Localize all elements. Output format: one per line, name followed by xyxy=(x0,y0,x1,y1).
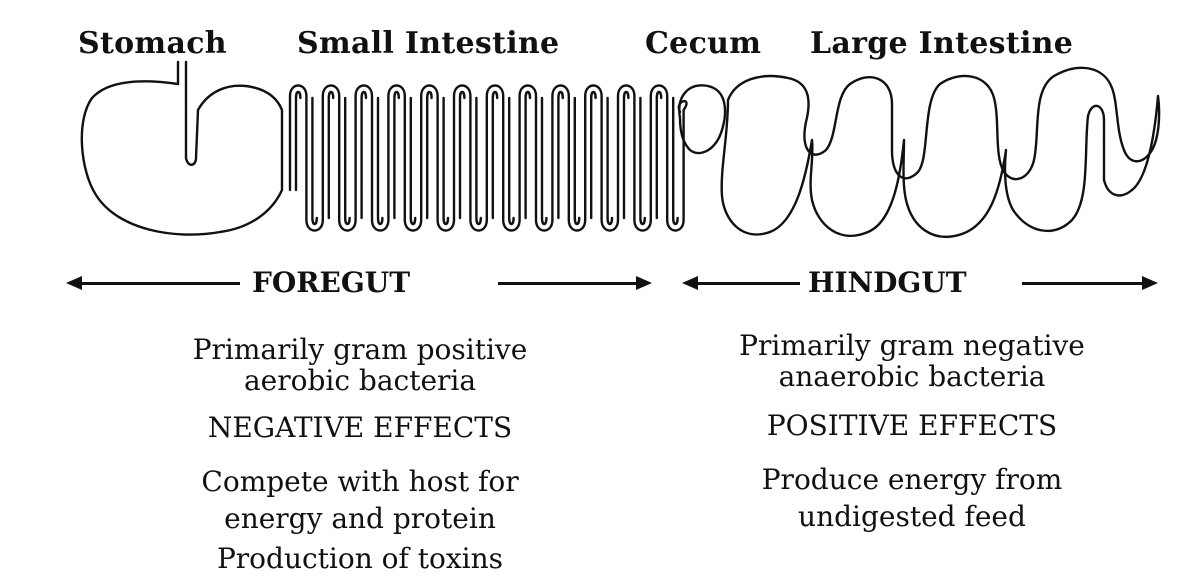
hindgut-bacteria-line-1: Primarily gram negative xyxy=(672,330,1152,361)
foregut-effects-heading: NEGATIVE EFFECTS xyxy=(120,412,600,443)
esophagus-outline xyxy=(178,62,186,86)
small-intestine-outline xyxy=(290,86,690,231)
foregut-bacteria-line-2: aerobic bacteria xyxy=(120,365,600,396)
cecum-outline xyxy=(679,85,725,153)
hindgut-title: HINDGUT xyxy=(808,266,967,299)
large-intestine-outline xyxy=(722,68,1159,237)
hindgut-bacteria-line-2: anaerobic bacteria xyxy=(672,361,1152,392)
digestive-tract-illustration xyxy=(0,0,1203,250)
foregut-title: FOREGUT xyxy=(252,266,410,299)
foregut-effect-line-3: Production of toxins xyxy=(120,543,600,574)
hindgut-left-arrow-line xyxy=(696,282,800,285)
hindgut-effects-heading: POSITIVE EFFECTS xyxy=(672,410,1152,441)
foregut-left-arrow-line xyxy=(80,282,240,285)
hindgut-right-arrow-line xyxy=(1022,282,1144,285)
foregut-effect-line-1: Compete with host for xyxy=(120,466,600,497)
foregut-right-arrow-line xyxy=(498,282,638,285)
foregut-right-arrowhead xyxy=(636,276,652,290)
foregut-bacteria-line-1: Primarily gram positive xyxy=(120,334,600,365)
hindgut-effect-line-1: Produce energy from xyxy=(672,464,1152,495)
foregut-effect-line-2: energy and protein xyxy=(120,503,600,534)
hindgut-right-arrowhead xyxy=(1142,276,1158,290)
stomach-outline xyxy=(82,81,282,234)
hindgut-effect-line-2: undigested feed xyxy=(672,501,1152,532)
